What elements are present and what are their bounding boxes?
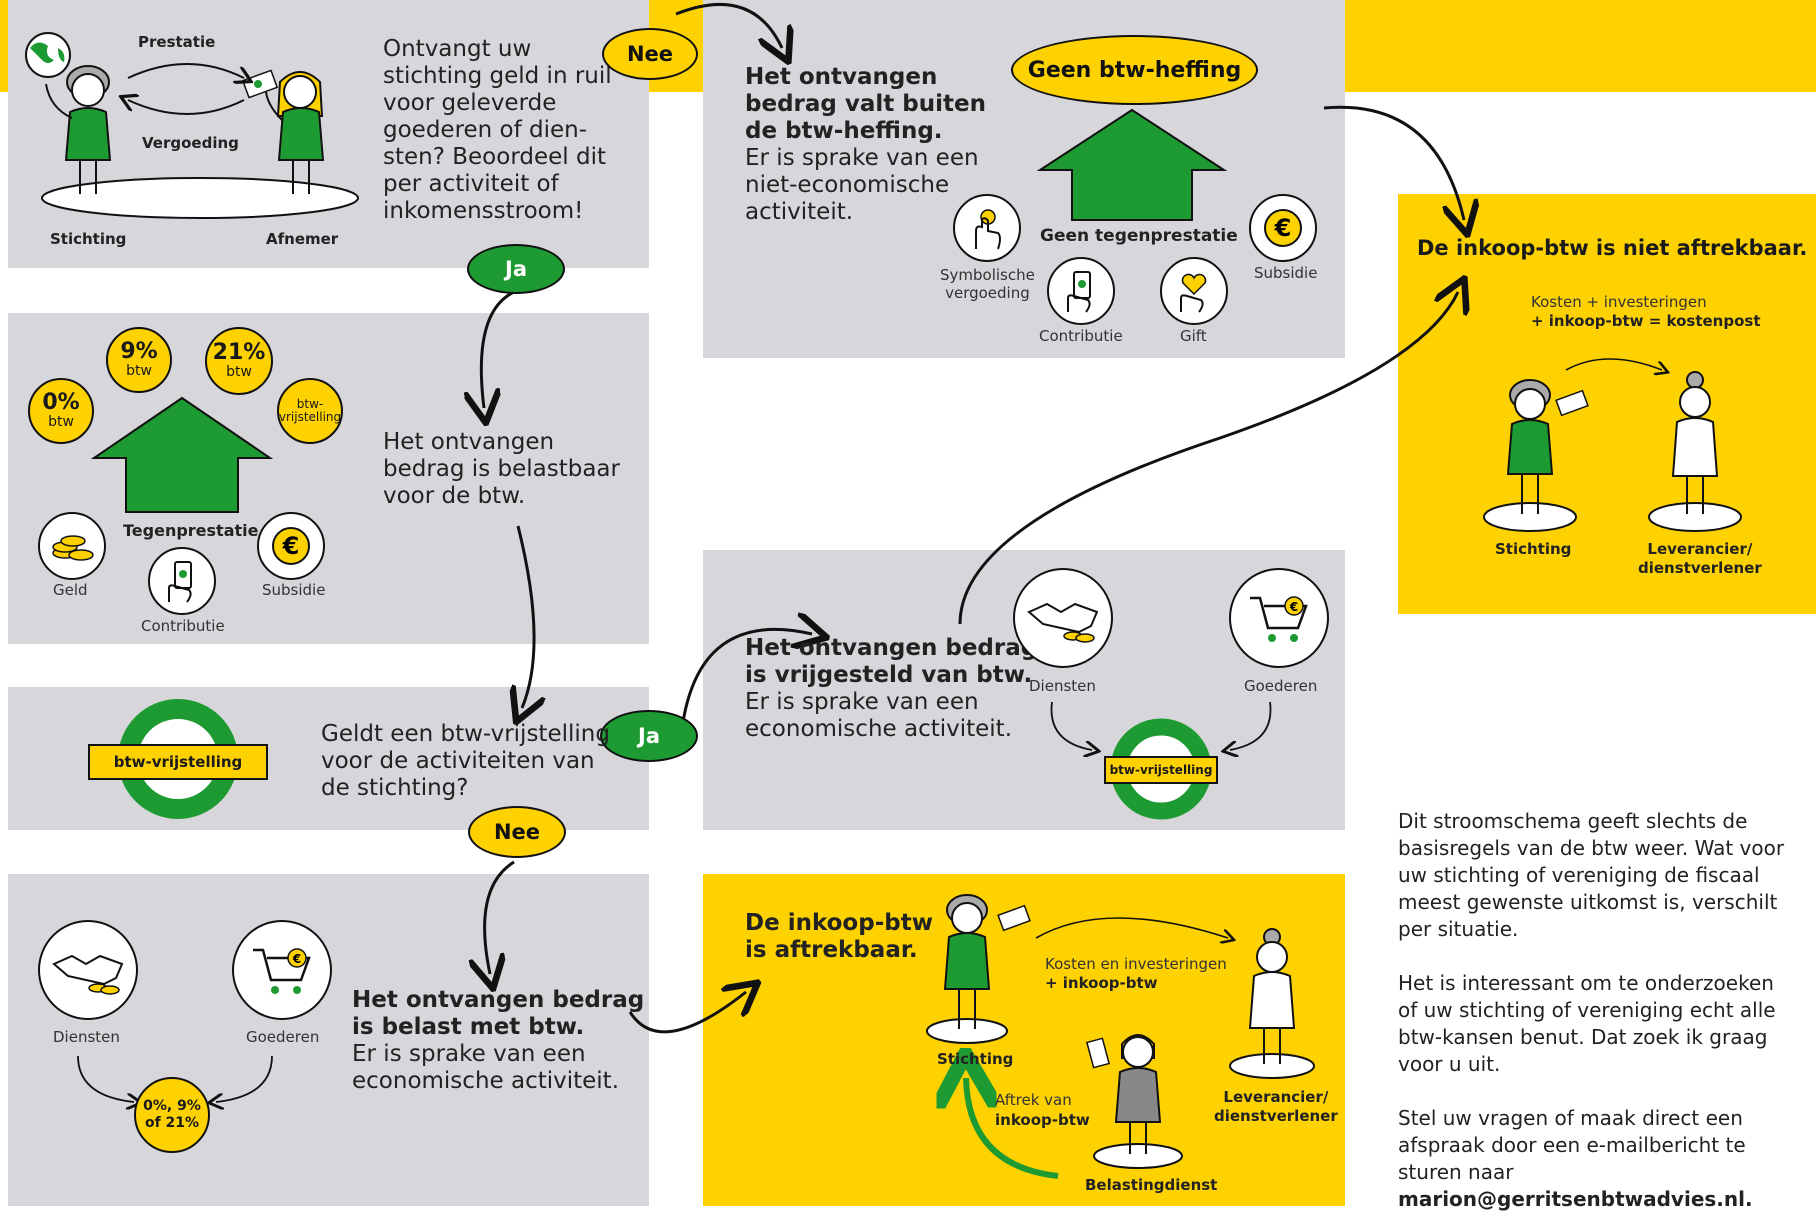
belastingdienst-label: Belastingdienst (1085, 1176, 1218, 1194)
shopping-cart-icon-2: € (232, 920, 332, 1020)
subsidie-euro-icon: € (1249, 194, 1317, 262)
sidebar-paragraph-2: Het is interessant om te onderzoeken of … (1398, 971, 1776, 1076)
geen-tegenprestatie-label: Geen tegenprestatie (1040, 226, 1238, 246)
contributie-icon-2 (148, 547, 216, 615)
subsidie-label: Subsidie (1254, 264, 1318, 282)
formula-line-1: Kosten + investeringen (1531, 293, 1707, 311)
ja-pill-2[interactable]: Ja (600, 710, 698, 762)
geen-btw-ellipse: Geen btw-heffing (1011, 35, 1258, 105)
green-arrow-tegen (90, 396, 274, 513)
green-curved-arrow (966, 1078, 1059, 1179)
formula-line-2: + inkoop-btw = kostenpost (1531, 312, 1761, 330)
contributie-label-2: Contributie (141, 617, 225, 635)
symbolische-vergoeding-icon (953, 194, 1021, 262)
coin-21-percent: 21%btw (205, 327, 273, 395)
svg-text:€: € (1289, 600, 1298, 614)
afnemer-figure (241, 69, 325, 194)
handshake-icon (1013, 568, 1113, 668)
ja-pill-1[interactable]: Ja (467, 244, 565, 294)
nee-pill-top[interactable]: Nee (602, 28, 698, 80)
contributie-icon (1047, 257, 1115, 325)
green-arrow-geen (1036, 108, 1228, 221)
svg-text:€: € (292, 952, 301, 966)
leverancier-figure (1648, 371, 1742, 532)
coin-9-percent: 9%btw (106, 327, 172, 393)
nee-pill-2[interactable]: Nee (468, 806, 566, 858)
gift-icon (1160, 257, 1228, 325)
coin-0-9-21-percent: 0%, 9% of 21% (134, 1077, 210, 1153)
diensten-label-2: Diensten (53, 1028, 120, 1046)
belast-text: Het ontvangen bedrag is belast met btw. … (352, 987, 645, 1094)
aftrek-van-label: Aftrek van (995, 1091, 1072, 1109)
aftrekbaar-stichting: Stichting (937, 1050, 1014, 1068)
aftrekbaar-title: De inkoop-btw is aftrekbaar. (745, 910, 933, 963)
sidebar-paragraph-3: Stel uw vragen of maak direct een afspra… (1398, 1105, 1808, 1213)
sidebar-text: Dit stroomschema geeft slechts de basisr… (1398, 808, 1808, 1213)
sidebar-paragraph-1: Dit stroomschema geeft slechts de basisr… (1398, 809, 1785, 941)
contributie-label: Contributie (1039, 327, 1123, 345)
aftrekbaar-leverancier: Leverancier/ dienstverlener (1214, 1088, 1338, 1125)
shopping-cart-icon: € (1229, 568, 1329, 668)
aftrek-inkoop-btw-label: inkoop-btw (995, 1111, 1090, 1129)
niet-aftrekbaar-stichting: Stichting (1495, 540, 1572, 558)
svg-text:€: € (1274, 214, 1292, 242)
tegenprestatie-label: Tegenprestatie (123, 521, 259, 540)
niet-aftrekbaar-title: De inkoop-btw is niet aftrekbaar. (1417, 236, 1808, 260)
vrijstelling-question: Geldt een btw-vrijstelling voor de activ… (321, 721, 610, 801)
diensten-label: Diensten (1029, 677, 1096, 695)
belastingdienst-figure (1085, 1034, 1183, 1169)
svg-text:€: € (282, 532, 300, 560)
vrijgesteld-text: Het ontvangen bedrag is vrijgesteld van … (745, 635, 1038, 742)
btw-vrijstelling-badge-2: btw-vrijstelling (1104, 756, 1218, 784)
coin-0-percent: 0%btw (28, 378, 94, 444)
ground-ellipse (41, 177, 359, 219)
panel-niet-aftrekbaar (1398, 194, 1816, 614)
plus-inkoop-btw-label: + inkoop-btw (1045, 974, 1158, 992)
belastbaar-text: Het ontvangen bedrag is belastbaar voor … (383, 429, 620, 509)
email-link[interactable]: marion@gerritsenbtwadvies.nl. (1398, 1187, 1753, 1211)
geld-coins-icon (38, 512, 106, 580)
kosten-investeringen-label: Kosten en investeringen (1045, 955, 1227, 973)
stichting-figure-2 (1483, 379, 1589, 532)
panel-aftrekbaar (703, 874, 1345, 1206)
handshake-icon-2 (38, 920, 138, 1020)
gift-label: Gift (1180, 327, 1207, 345)
coin-vrijstelling: btw-vrijstelling (277, 378, 343, 444)
stichting-figure-3 (926, 894, 1031, 1044)
leverancier-figure-2 (1229, 928, 1315, 1079)
symbolische-label: Symbolische vergoeding (940, 266, 1035, 302)
goederen-label: Goederen (1244, 677, 1318, 695)
niet-aftrekbaar-leverancier: Leverancier/ dienstverlener (1638, 540, 1762, 577)
label-stichting: Stichting (50, 230, 127, 248)
subsidie-euro-icon-2: € (257, 512, 325, 580)
label-vergoeding: Vergoeding (142, 134, 239, 152)
label-prestatie: Prestatie (138, 33, 216, 51)
geld-label: Geld (53, 581, 88, 599)
buiten-heffing-text: Het ontvangen bedrag valt buiten de btw-… (745, 64, 986, 225)
stichting-figure (25, 32, 112, 194)
btw-vrijstelling-badge: btw-vrijstelling (88, 744, 268, 780)
subsidie-label-2: Subsidie (262, 581, 326, 599)
start-question: Ontvangt uw stichting geld in ruil voor … (383, 36, 612, 224)
goederen-label-2: Goederen (246, 1028, 320, 1046)
panel-start (8, 0, 649, 268)
label-afnemer: Afnemer (266, 230, 339, 248)
